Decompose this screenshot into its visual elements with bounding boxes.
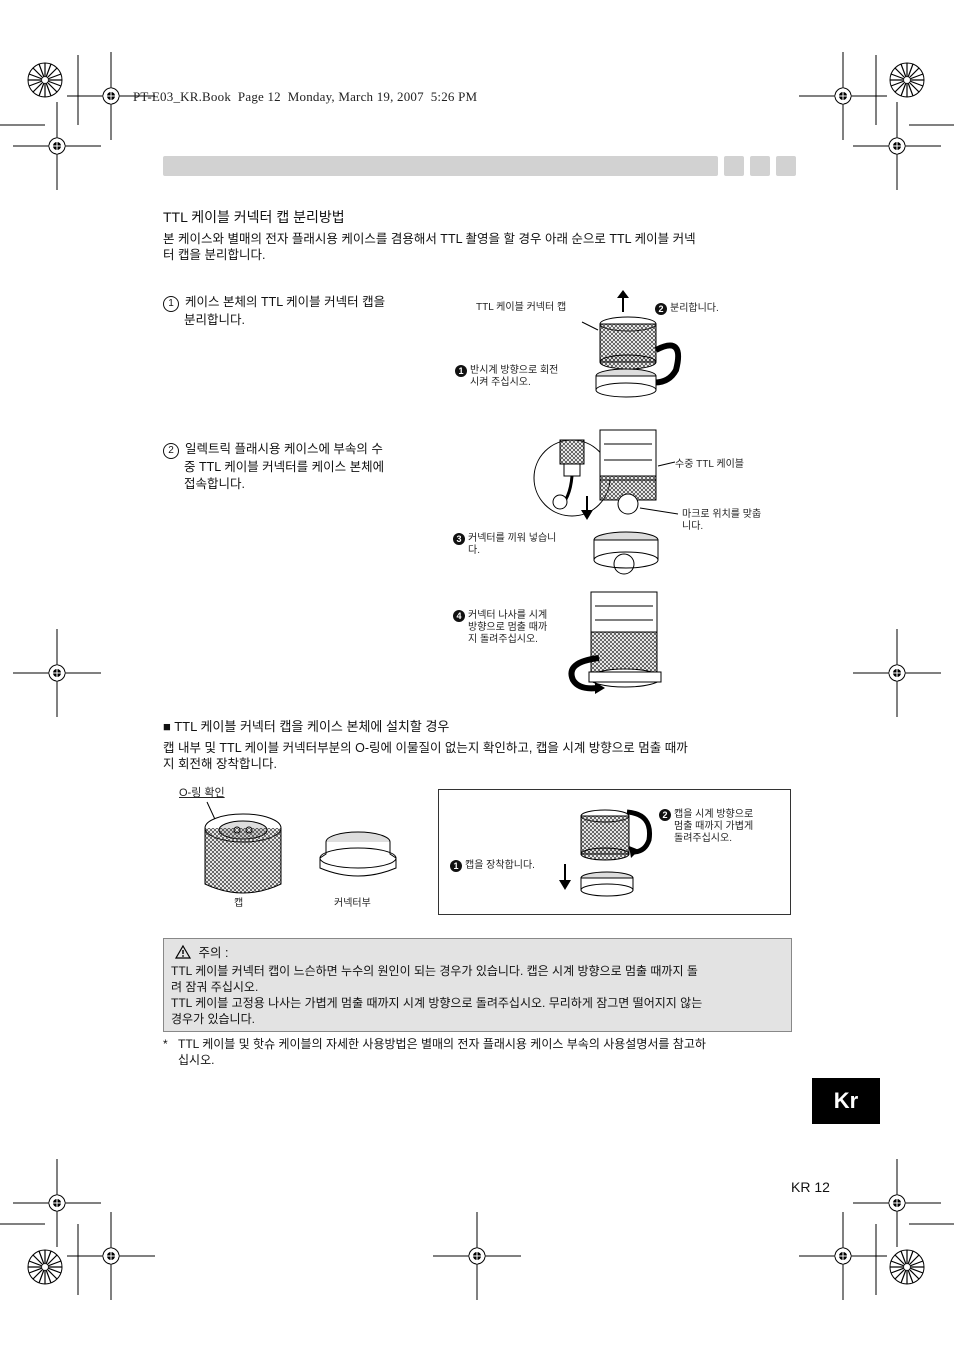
connector-caption: 커넥터부 — [334, 898, 371, 909]
cap-attach-illustration — [559, 809, 653, 897]
caution-title: 주의 : — [198, 946, 229, 960]
header-square-3 — [776, 156, 796, 176]
section-title: TTL 케이블 커넥터 캡 분리방법 — [163, 209, 345, 225]
section-header-bar — [163, 156, 718, 176]
warning-icon — [174, 944, 192, 959]
file-header: PT-E03_KR.Book Page 12 Monday, March 19,… — [133, 89, 478, 104]
language-tab: Kr — [812, 1078, 880, 1124]
underwater-cable-label: 수중 TTL 케이블 — [675, 459, 744, 470]
oring-check-label: O-링 확인 — [179, 787, 225, 799]
footnote-mark: * — [163, 1037, 168, 1051]
cap-removal-illustration — [581, 290, 682, 398]
header-square-2 — [750, 156, 770, 176]
cap-and-connector-illustration — [204, 801, 397, 894]
caution-title-row: 주의 : — [174, 944, 229, 961]
caution-text: TTL 케이블 커넥터 캡이 느슨하면 누수의 원인이 되는 경우가 있습니다.… — [171, 964, 703, 1026]
cap-label: TTL 케이블 커넥터 캡 — [476, 302, 567, 313]
page-number: KR 12 — [791, 1179, 830, 1195]
step-number: 2 — [163, 443, 179, 459]
intro-text: 본 케이스와 별매의 전자 플래시용 케이스를 겸용해서 TTL 촬영을 할 경… — [163, 232, 696, 262]
footnote-text: TTL 케이블 및 핫슈 케이블의 자세한 사용방법은 별매의 전자 플래시용 … — [178, 1037, 706, 1067]
screw-tighten-illustration — [568, 591, 662, 694]
install-text: 캡 내부 및 TTL 케이블 커넥터부분의 O-링에 이물질이 없는지 확인하고… — [163, 741, 688, 771]
align-mark-label: 마크로 위치를 맞춥 니다. — [682, 509, 762, 532]
header-square-1 — [724, 156, 744, 176]
cap-caption: 캡 — [234, 898, 244, 909]
step-number: 1 — [163, 296, 179, 312]
install-title: ■ TTL 케이블 커넥터 캡을 케이스 본체에 설치할 경우 — [163, 719, 450, 734]
connector-insert-illustration — [533, 429, 679, 575]
caution-box: 주의 : TTL 케이블 커넥터 캡이 느슨하면 누수의 원인이 되는 경우가 … — [163, 938, 792, 1032]
